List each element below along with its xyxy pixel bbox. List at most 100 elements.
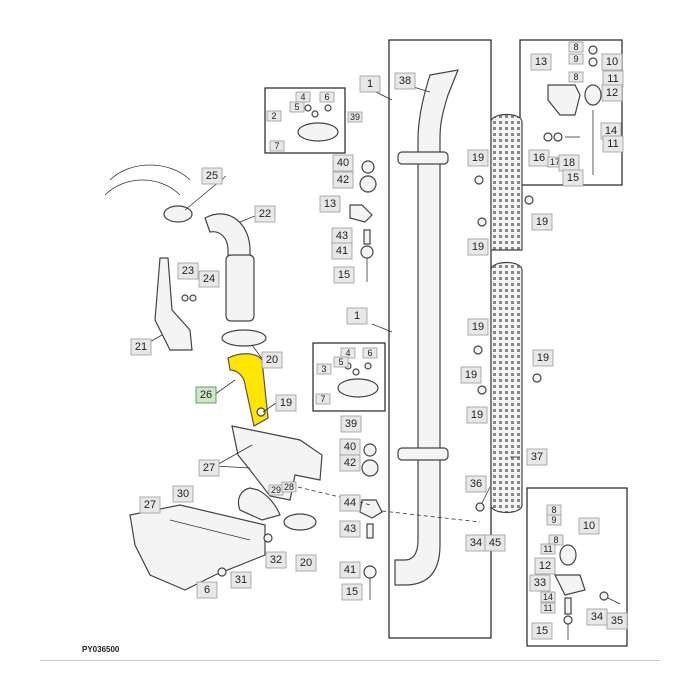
- part-label-text: 31: [235, 574, 247, 586]
- part-label-19: 19: [531, 213, 553, 231]
- part-label-25: 25: [201, 167, 223, 185]
- part-label-5: 5: [333, 356, 349, 368]
- part-label-3: 3: [316, 363, 332, 375]
- part-label-6: 6: [196, 581, 218, 599]
- part-label-text: 34: [591, 611, 603, 623]
- bolt-35: [607, 597, 621, 605]
- shield-30: [129, 504, 266, 591]
- part-label-text: 40: [337, 157, 349, 169]
- part-label-box: [172, 485, 194, 503]
- elbow-pipe-lower: [237, 487, 281, 521]
- part-label-text: 33: [534, 577, 546, 589]
- stack-clamp-lower: [397, 447, 449, 461]
- part-label-text: 9: [551, 515, 556, 525]
- part-label-text: 34: [470, 537, 482, 549]
- part-label-2: 2: [266, 110, 282, 122]
- bolt-6-lower: [364, 362, 372, 370]
- part-label-box: [534, 557, 556, 575]
- part-label-box: [196, 581, 218, 599]
- screw-19-d: [473, 345, 483, 355]
- part-label-text: 14: [605, 125, 617, 137]
- part-label-text: 8: [551, 505, 556, 515]
- part-label-text: 19: [471, 409, 483, 421]
- part-label-33: 33: [529, 574, 551, 592]
- part-label-8: 8: [548, 534, 564, 546]
- part-label-box: [289, 101, 305, 113]
- part-label-24: 24: [198, 270, 220, 288]
- isolator-12: [584, 84, 602, 106]
- part-label-text: 39: [350, 112, 360, 122]
- part-label-40: 40: [332, 154, 354, 172]
- part-label-text: 29: [271, 485, 281, 495]
- washer-41-lower: [363, 565, 377, 579]
- part-label-box: [362, 347, 378, 359]
- part-label-19: 19: [467, 238, 489, 256]
- part-label-text: 4: [345, 348, 350, 358]
- spacer-14-lower: [564, 597, 572, 615]
- part-label-text: 28: [284, 482, 294, 492]
- part-label-text: 19: [472, 152, 484, 164]
- part-label-box: [532, 349, 554, 367]
- part-label-box: [341, 583, 363, 601]
- clamp-25: [163, 205, 193, 223]
- part-label-box: [339, 494, 361, 512]
- washer-9-top: [588, 57, 598, 67]
- part-label-text: 25: [206, 170, 218, 182]
- part-label-19: 19: [460, 366, 482, 384]
- part-label-box: [198, 459, 220, 477]
- part-label-15: 15: [333, 266, 355, 284]
- part-label-text: 12: [539, 560, 551, 572]
- hose-clamp-20: [221, 329, 267, 347]
- part-label-7: 7: [269, 140, 285, 152]
- fastener-32: [263, 533, 273, 543]
- part-label-text: 43: [344, 523, 356, 535]
- part-label-13: 13: [530, 53, 552, 71]
- part-label-37: 37: [526, 448, 548, 466]
- washer-24: [189, 294, 197, 302]
- screw-36: [475, 502, 485, 512]
- part-label-text: 24: [203, 273, 215, 285]
- washer-5: [311, 110, 319, 118]
- part-label-box: [531, 213, 553, 231]
- part-label-44: 44: [339, 494, 361, 512]
- part-label-box: [467, 238, 489, 256]
- part-label-text: 19: [472, 321, 484, 333]
- diagram-code: PY036500: [82, 645, 120, 654]
- part-label-box: [568, 41, 584, 53]
- part-label-text: 30: [177, 488, 189, 500]
- part-label-box: [484, 534, 506, 552]
- part-label-box: [606, 612, 628, 630]
- part-label-text: 1: [354, 310, 360, 322]
- part-label-box: [562, 169, 584, 187]
- part-label-36: 36: [465, 475, 487, 493]
- bolt-23: [181, 294, 189, 302]
- part-label-text: 32: [270, 554, 282, 566]
- part-label-text: 42: [344, 457, 356, 469]
- bracket-44: [359, 499, 383, 519]
- part-label-text: 19: [280, 397, 292, 409]
- stack-clamp-upper: [397, 151, 449, 165]
- part-label-12: 12: [534, 557, 556, 575]
- part-label-text: 18: [563, 157, 575, 169]
- part-label-22: 22: [254, 205, 276, 223]
- part-label-text: 12: [606, 87, 618, 99]
- mount-42-lower: [361, 459, 379, 477]
- hose-clamp-20-lower: [283, 513, 317, 531]
- part-label-box: [578, 517, 600, 535]
- part-label-text: 26: [200, 389, 212, 401]
- part-label-text: 19: [536, 216, 548, 228]
- part-label-6: 6: [362, 347, 378, 359]
- washer-11-lower: [563, 615, 573, 625]
- part-label-box: [568, 71, 584, 83]
- part-label-text: 19: [472, 241, 484, 253]
- shield-30-rib: [169, 519, 251, 541]
- part-label-7: 7: [315, 393, 331, 405]
- part-label-text: 45: [489, 537, 501, 549]
- engine-outline-lower: [104, 179, 181, 196]
- part-label-box: [548, 534, 564, 546]
- part-label-text: 6: [367, 348, 372, 358]
- part-label-1: 1: [359, 75, 381, 93]
- part-label-text: 36: [470, 478, 482, 490]
- part-label-text: 20: [300, 557, 312, 569]
- part-label-23: 23: [177, 262, 199, 280]
